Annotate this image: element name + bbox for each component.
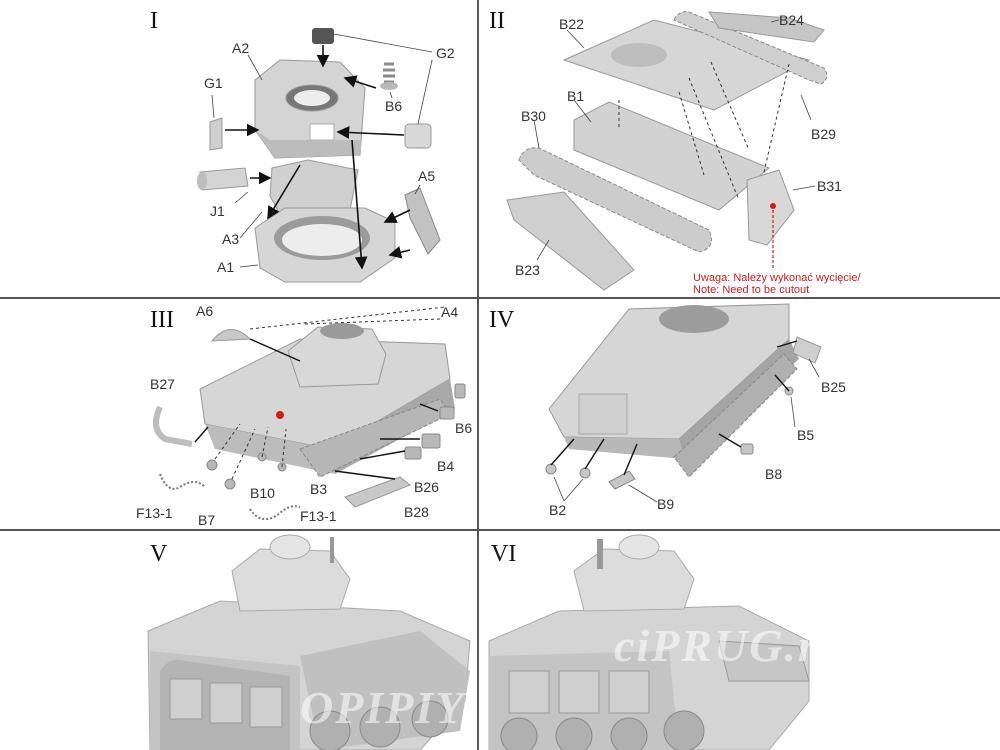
label-b6: B6 <box>385 98 403 114</box>
vision-block-part <box>209 117 223 151</box>
cutout-note-pl: Uwaga: Należy wykonać wycięcie/ <box>693 272 861 284</box>
label-b22: B22 <box>559 16 584 32</box>
finished-tank-rear-render <box>488 534 810 750</box>
label-b28: B28 <box>404 504 429 520</box>
label-b31: B31 <box>817 178 842 194</box>
rear-details-assembly-drawing <box>545 303 822 503</box>
fender-lower-part <box>506 191 635 291</box>
step-number-5: V <box>150 541 168 567</box>
label-b23: B23 <box>515 262 540 278</box>
label-b1: B1 <box>567 88 585 104</box>
label-b29: B29 <box>811 126 836 142</box>
label-b8: B8 <box>765 466 783 482</box>
turret-base-ring-part <box>254 207 396 283</box>
panel-step-1: I A2 G2 G1 B6 J1 A3 A5 A1 <box>0 0 477 297</box>
watermark-left: OPIPIYGR <box>300 682 477 733</box>
label-b9: B9 <box>657 496 675 512</box>
track-lower-part <box>518 147 712 253</box>
label-b4: B4 <box>437 458 455 474</box>
panel-step-4: IV B25 B5 B8 B2 B9 <box>479 299 1000 529</box>
label-b10: B10 <box>250 485 275 501</box>
label-f13-left: F13-1 <box>136 505 173 521</box>
panel-step-6: VI ciPRUG.ru <box>479 531 1000 750</box>
tow-chain-right <box>249 505 301 520</box>
label-a5: A5 <box>418 168 436 184</box>
step-number-1: I <box>150 8 158 34</box>
label-b30: B30 <box>521 108 546 124</box>
label-a1: A1 <box>217 259 235 275</box>
label-b6: B6 <box>455 420 473 436</box>
label-b3: B3 <box>310 481 328 497</box>
tow-chain-left <box>159 473 206 490</box>
cylinder-part <box>792 336 822 364</box>
label-a4: A4 <box>441 304 459 320</box>
hull-tracks-assembly-drawing <box>506 11 828 291</box>
step-number-4: IV <box>489 307 515 333</box>
upper-hull-part <box>562 19 811 111</box>
antenna-spring-part <box>383 62 395 84</box>
fender-upper-part <box>708 11 825 43</box>
panel-step-3: III A6 A4 B27 B6 B4 B26 B10 B3 F13-1 B7 … <box>0 299 477 529</box>
step-number-6: VI <box>491 541 517 567</box>
label-b26: B26 <box>414 479 439 495</box>
label-g1: G1 <box>204 75 223 91</box>
grid-vertical-divider <box>477 0 479 750</box>
label-b7: B7 <box>198 512 216 528</box>
cutout-note-en: Note: Need to be cutout <box>693 284 810 296</box>
label-b25: B25 <box>821 379 846 395</box>
label-b24: B24 <box>779 12 804 28</box>
exhaust-pipe-part <box>153 405 193 447</box>
panel-step-2: II B22 B24 B1 B30 B29 B31 B23 Uwaga: Nal… <box>479 0 1000 297</box>
label-a6: A6 <box>196 303 214 319</box>
label-b5: B5 <box>797 427 815 443</box>
label-a3: A3 <box>222 231 240 247</box>
lower-hull-part <box>573 101 770 211</box>
hull-details-assembly-drawing <box>153 306 466 520</box>
label-j1: J1 <box>210 203 225 219</box>
panel-step-5: V OPIPIYGR <box>0 531 477 750</box>
grid-horizontal-divider-1 <box>0 297 1000 299</box>
watermark-right: ciPRUG.ru <box>614 620 846 671</box>
gun-part <box>199 167 249 191</box>
turret-shell-part <box>254 59 366 159</box>
label-b2: B2 <box>549 502 567 518</box>
tank-hull-rear-view <box>548 303 799 478</box>
hatch-part <box>312 28 334 44</box>
side-block-part <box>404 123 432 149</box>
finished-tank-front-render <box>147 534 471 750</box>
side-plate-part <box>404 187 441 255</box>
turret-assembly-drawing <box>197 28 441 283</box>
label-f13-right: F13-1 <box>300 508 337 524</box>
grid-horizontal-divider-2 <box>0 529 1000 531</box>
label-g2: G2 <box>436 45 455 61</box>
step-number-2: II <box>489 8 505 34</box>
step-number-3: III <box>150 307 174 333</box>
label-b27: B27 <box>150 376 175 392</box>
skid-plate-part <box>344 476 411 508</box>
dome-part <box>210 329 252 342</box>
label-a2: A2 <box>232 40 250 56</box>
tank-hull-front-view <box>199 323 455 478</box>
